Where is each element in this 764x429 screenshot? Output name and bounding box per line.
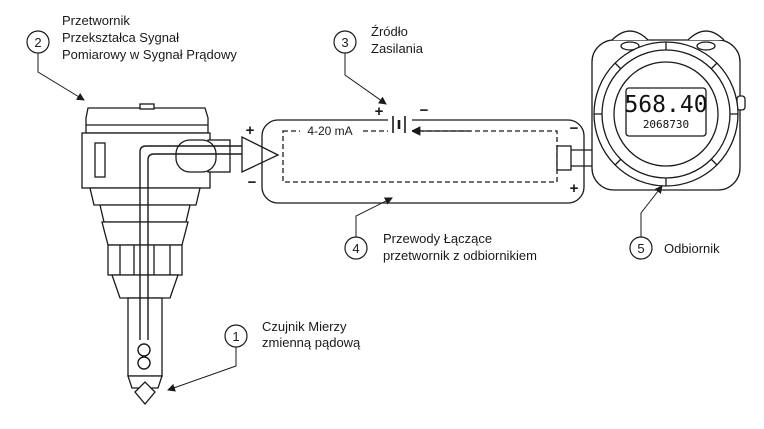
callout-4-line-1: Przewody Łączące	[383, 231, 492, 246]
callout-3: 3 Źródło Zasilania	[333, 24, 424, 105]
sensor-wires	[137, 145, 245, 370]
callout-1-line-1: Czujnik Mierzy	[262, 319, 347, 334]
callout-2: 2 Przetwornik Przekształca Sygnał Pomiar…	[26, 13, 237, 101]
callout-2-line-3: Pomiarowy w Sygnał Prądowy	[62, 47, 237, 62]
callout-2-line-1: Przetwornik	[62, 13, 130, 28]
loop-wires	[241, 119, 600, 204]
loop-signal-label: 4-20 mA	[307, 124, 352, 138]
callout-4-line-2: przetwornik z odbiornikiem	[383, 248, 537, 263]
transmitter	[81, 103, 231, 223]
receiver-indicator	[591, 30, 746, 191]
callout-1-line-2: zmienną pądową	[262, 335, 361, 350]
callout-2-number: 2	[34, 35, 41, 50]
receiver-minus: −	[570, 120, 579, 137]
display-main-value: 568.40	[624, 92, 707, 118]
callout-4-number: 4	[352, 241, 359, 256]
callout-3-number: 3	[341, 35, 348, 50]
transmitter-minus: −	[248, 174, 257, 191]
receiver-plus: +	[570, 180, 579, 197]
callout-5-number: 5	[637, 241, 644, 256]
callout-3-line-1: Źródło	[371, 24, 408, 39]
callout-5: 5 Odbiornik	[629, 185, 720, 260]
callout-3-line-2: Zasilania	[371, 41, 424, 56]
callout-2-line-2: Przekształca Sygnał	[62, 30, 179, 45]
callout-4: 4 Przewody Łączące przetwornik z odbiorn…	[344, 197, 537, 263]
transmitter-plus: +	[246, 122, 255, 139]
display-secondary-value: 2068730	[643, 118, 689, 131]
source-minus: −	[420, 102, 429, 119]
callout-1-number: 1	[232, 329, 239, 344]
callout-5-line-1: Odbiornik	[664, 241, 720, 256]
battery-symbol	[388, 112, 412, 136]
sensor-probe	[101, 221, 189, 406]
source-plus: +	[375, 103, 384, 120]
callout-1: 1 Czujnik Mierzy zmienną pądową	[167, 319, 361, 392]
